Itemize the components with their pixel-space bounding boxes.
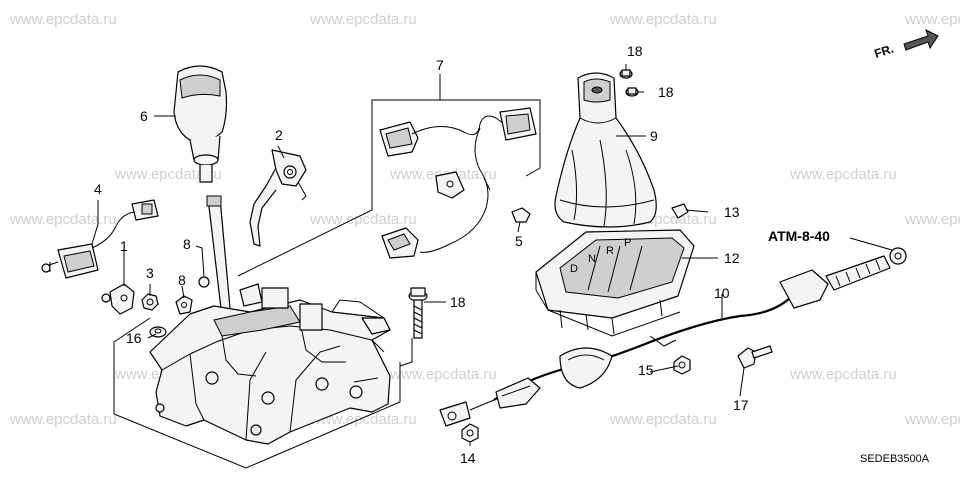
reference-label: ATM-8-40	[768, 228, 830, 244]
callout-1: 1	[120, 238, 128, 254]
assembly-outline	[113, 317, 401, 469]
watermark-text: www.epcdata.ru	[609, 411, 717, 428]
watermark-text: www.epcdata.ru	[9, 211, 117, 228]
callout-2: 2	[275, 127, 283, 143]
callout-13: 14	[460, 450, 476, 466]
svg-text:R: R	[606, 245, 614, 257]
watermark-text: www.epcdata.ru	[114, 166, 222, 183]
diagram-code: SEDEB3500A	[860, 453, 930, 465]
svg-text:N: N	[588, 253, 596, 265]
lock-lever	[101, 283, 135, 315]
shift-cable	[439, 247, 907, 427]
bolt-16	[737, 345, 773, 369]
callout-8-lower: 8	[178, 272, 186, 288]
callout-9: 9	[650, 128, 658, 144]
callout-5: 5	[515, 233, 523, 249]
watermark-text: www.epcdata.ru	[789, 366, 897, 383]
watermark-text: www.epcdata.ru	[904, 11, 960, 28]
shift-lever-assembly	[149, 195, 391, 445]
watermark-text: www.epcdata.ru	[789, 166, 897, 183]
watermark-text: www.epcdata.ru	[9, 411, 117, 428]
shift-lock-solenoid	[41, 199, 159, 279]
shift-boot	[554, 72, 657, 228]
watermark-text: www.epcdata.ru	[309, 411, 417, 428]
front-direction-marker: FR.	[873, 29, 939, 61]
svg-text:D: D	[570, 263, 578, 275]
watermark-text: www.epcdata.ru	[904, 411, 960, 428]
watermark-text: www.epcdata.ru	[389, 366, 497, 383]
nut-3	[141, 293, 159, 311]
rod-guide-line	[237, 99, 541, 277]
callout-16: 17	[733, 397, 749, 413]
callout-6: 6	[140, 108, 148, 124]
front-arrow-icon	[903, 29, 939, 51]
wire-harness	[379, 107, 537, 259]
watermark-text: www.epcdata.ru	[904, 211, 960, 228]
shift-knob	[173, 65, 228, 183]
watermark-text: www.epcdata.ru	[309, 211, 417, 228]
callout-3: 3	[146, 265, 154, 281]
callout-14: 15	[638, 362, 654, 378]
detent-bracket	[249, 149, 307, 247]
callout-12: 13	[724, 204, 740, 220]
callout-15: 16	[126, 330, 142, 346]
front-marker-label: FR.	[873, 42, 896, 61]
callout-7: 7	[436, 57, 444, 73]
position-indicator-panel: D N R P	[535, 229, 695, 337]
callout-numbers: 6 2 4 1 3 8 8 16 7 5 18 18 18 9 13 12 10…	[94, 43, 749, 466]
screw-18-lower	[625, 87, 639, 97]
callout-18-upper: 18	[627, 43, 643, 59]
callout-17: 18	[450, 294, 466, 310]
bolt-17	[408, 287, 428, 339]
nut-13	[461, 423, 479, 443]
watermark-text: www.epcdata.ru	[9, 11, 117, 28]
callout-8-upper: 8	[183, 236, 191, 252]
watermark-layer: www.epcdata.ru www.epcdata.ru www.epcdata.…	[9, 11, 960, 428]
clip-12	[671, 203, 689, 219]
callout-11: 12	[724, 250, 740, 266]
callout-18-lower: 18	[658, 84, 674, 100]
svg-text:P: P	[624, 237, 631, 249]
nut-14	[673, 355, 691, 375]
watermark-text: www.epcdata.ru	[309, 11, 417, 28]
clip-5	[511, 207, 531, 223]
screw-18-upper	[619, 69, 633, 79]
callout-4: 4	[94, 181, 102, 197]
leader-lines	[91, 64, 893, 446]
callout-10: 10	[714, 285, 730, 301]
clip-8-lower	[175, 295, 193, 315]
watermark-text: www.epcdata.ru	[609, 11, 717, 28]
